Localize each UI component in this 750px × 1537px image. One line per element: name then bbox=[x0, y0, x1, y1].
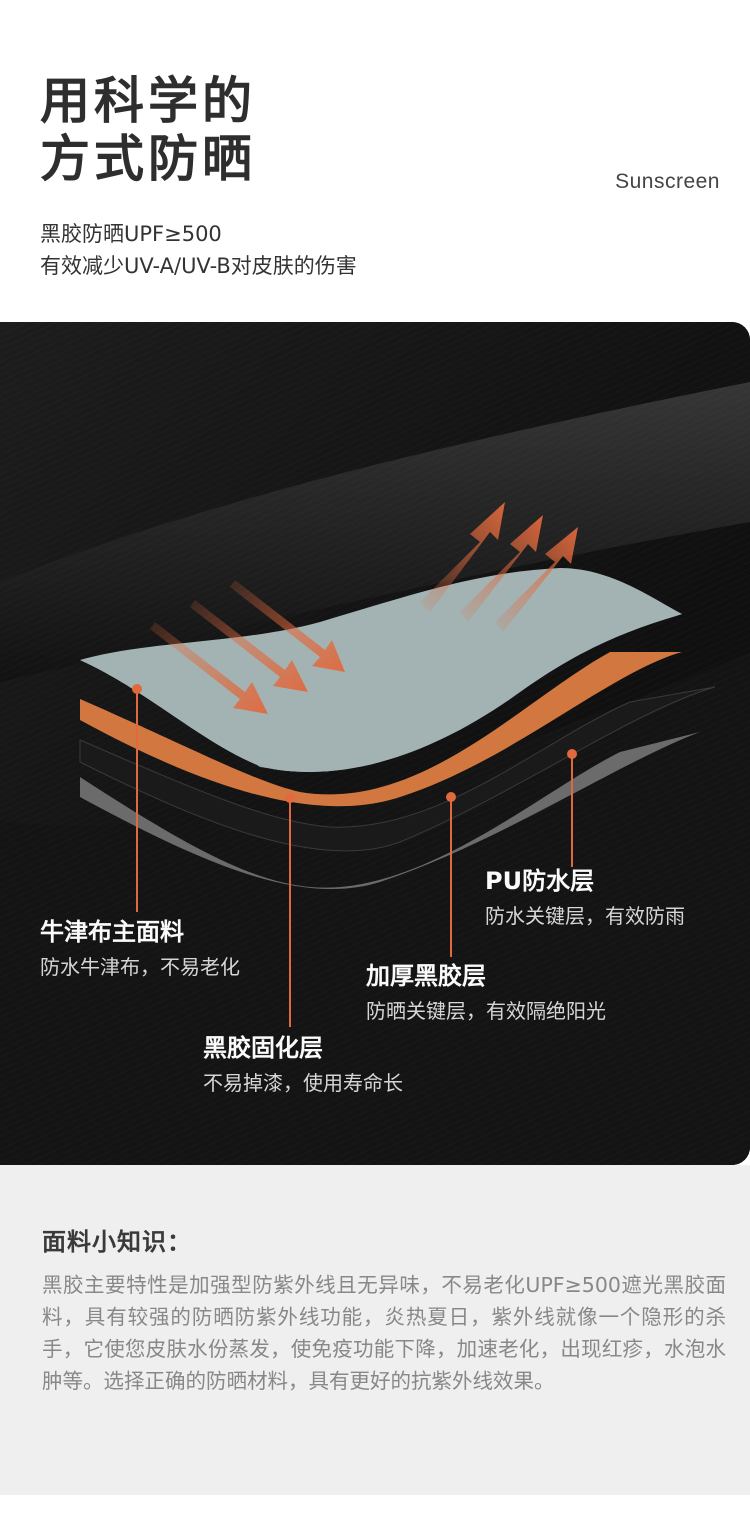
bottom-spacer bbox=[0, 1495, 750, 1537]
title-line-2: 方式防晒 bbox=[40, 130, 256, 188]
gray-layer bbox=[80, 732, 700, 890]
fabric-layers-illustration: 牛津布主面料 防水牛津布，不易老化 黑胶固化层 不易掉漆，使用寿命长 加厚黑胶层… bbox=[0, 322, 750, 1165]
reflected-arrow-2 bbox=[460, 515, 543, 622]
knowledge-body: 黑胶主要特性是加强型防紫外线且无异味，不易老化UPF≥500遮光黑胶面料，具有较… bbox=[42, 1273, 726, 1393]
reflected-arrow-1 bbox=[420, 502, 505, 612]
incoming-arrow-2 bbox=[190, 600, 308, 692]
fabric-knowledge-section: 面料小知识： 黑胶主要特性是加强型防紫外线且无异味，不易老化UPF≥500遮光黑… bbox=[0, 1165, 750, 1495]
english-subtitle: Sunscreen bbox=[615, 170, 720, 193]
top-layer-fill bbox=[80, 568, 682, 772]
label-pu-waterproof: PU防水层 防水关键层，有效防雨 bbox=[485, 866, 685, 930]
knowledge-title: 面料小知识： bbox=[42, 1228, 192, 1256]
black-pu-layer bbox=[79, 686, 716, 852]
label-curing-layer: 黑胶固化层 不易掉漆，使用寿命长 bbox=[203, 1033, 403, 1097]
title-line-1: 用科学的 bbox=[40, 72, 256, 130]
layer-desc: 防水关键层，有效防雨 bbox=[485, 904, 685, 928]
layer-desc: 防晒关键层，有效隔绝阳光 bbox=[366, 999, 606, 1023]
label-pointers bbox=[132, 684, 577, 1027]
page-title: 用科学的 方式防晒 bbox=[40, 72, 256, 188]
layer-desc: 防水牛津布，不易老化 bbox=[40, 955, 240, 979]
description-line-2: 有效减少UV-A/UV-B对皮肤的伤害 bbox=[40, 254, 357, 278]
fabric-layers-graphic bbox=[0, 322, 750, 1165]
layer-title: 黑胶固化层 bbox=[203, 1034, 323, 1062]
layer-desc: 不易掉漆，使用寿命长 bbox=[203, 1071, 403, 1095]
orange-layer bbox=[80, 652, 682, 807]
label-black-coating: 加厚黑胶层 防晒关键层，有效隔绝阳光 bbox=[366, 961, 606, 1025]
label-oxford-fabric: 牛津布主面料 防水牛津布，不易老化 bbox=[40, 917, 240, 981]
description-line-1: 黑胶防晒UPF≥500 bbox=[40, 222, 222, 246]
layer-title: PU防水层 bbox=[485, 867, 595, 895]
incoming-arrow-1 bbox=[150, 622, 268, 714]
incoming-arrow-3 bbox=[230, 580, 345, 672]
feature-description: 黑胶防晒UPF≥500 有效减少UV-A/UV-B对皮肤的伤害 bbox=[40, 218, 357, 282]
layer-title: 牛津布主面料 bbox=[40, 918, 184, 946]
reflected-uv-arrows bbox=[420, 502, 578, 632]
hero-section: 用科学的 方式防晒 Sunscreen 黑胶防晒UPF≥500 有效减少UV-A… bbox=[0, 0, 750, 322]
reflected-arrow-3 bbox=[495, 527, 578, 632]
incoming-uv-arrows bbox=[150, 580, 345, 714]
layer-title: 加厚黑胶层 bbox=[366, 962, 486, 990]
